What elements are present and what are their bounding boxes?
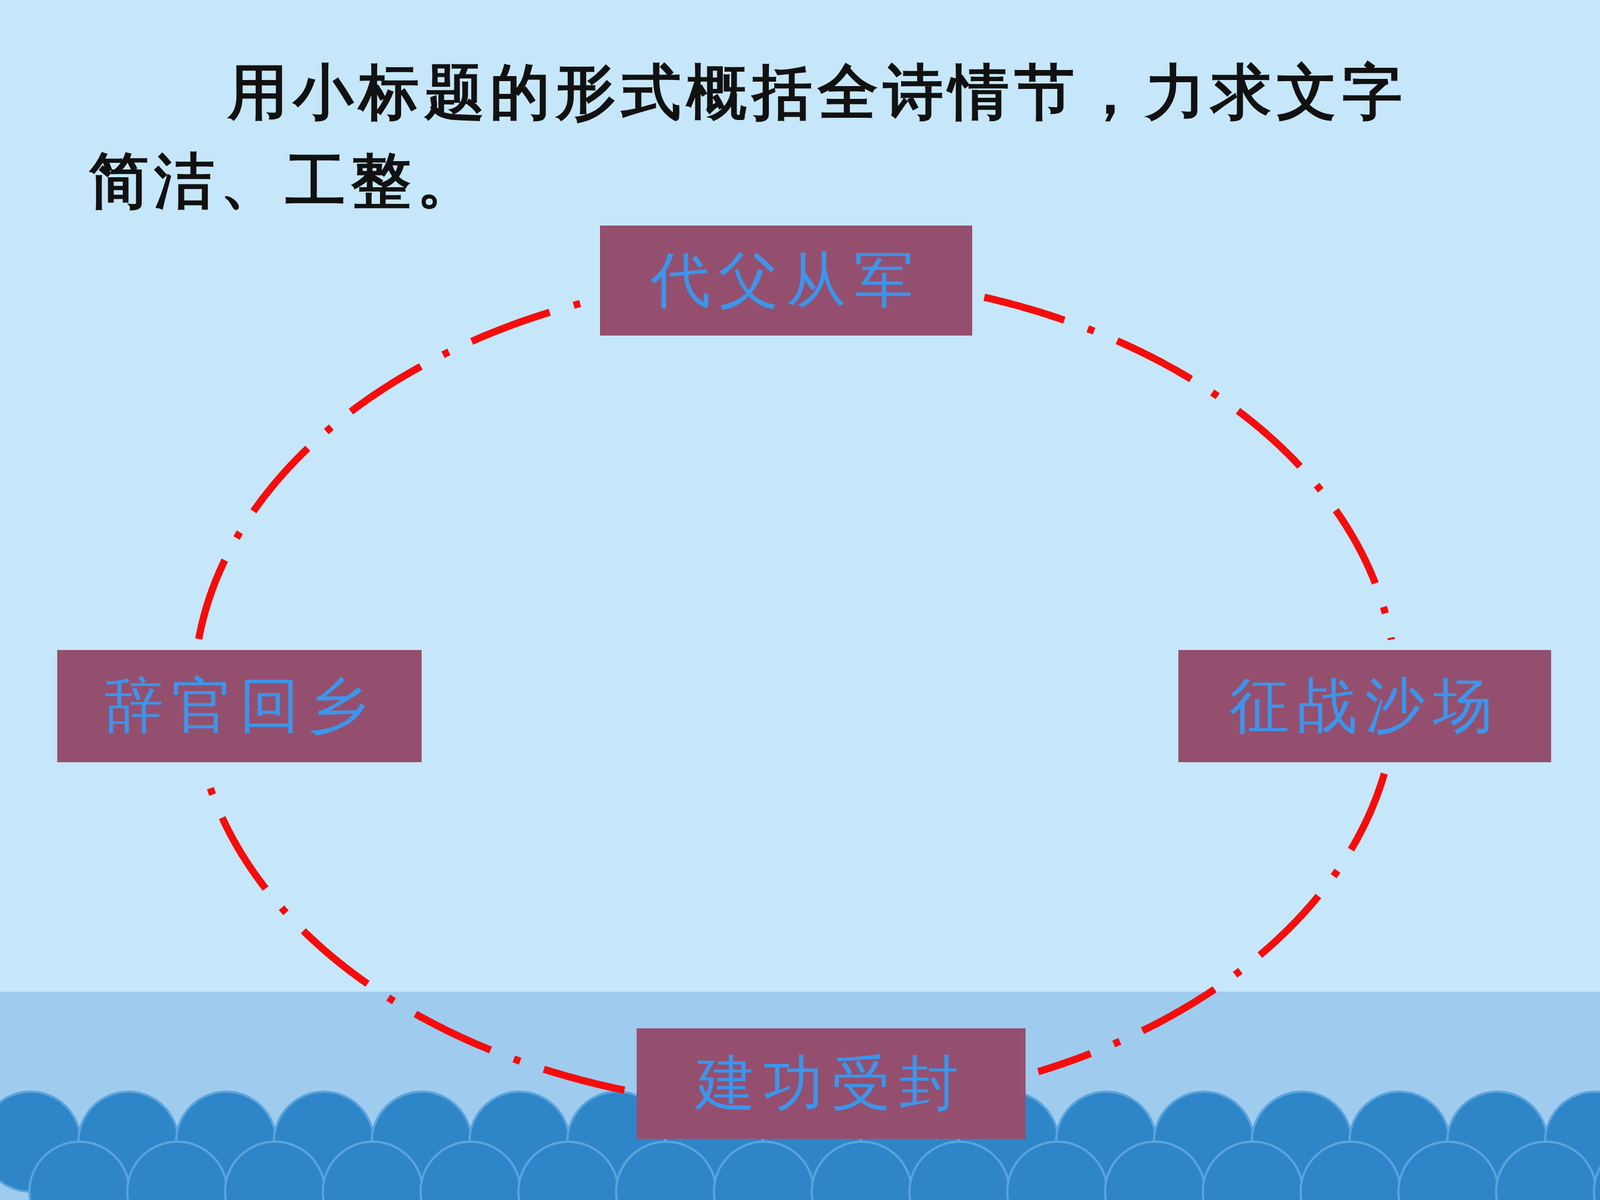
wave-scallop	[1496, 1141, 1597, 1200]
dash-dot-arc	[205, 773, 625, 1091]
stage-box: 征战沙场	[1178, 650, 1552, 763]
wave-scallop	[1202, 1141, 1303, 1200]
instruction-title: 用小标题的形式概括全诗情节，力求文字简洁、工整。	[88, 47, 1467, 225]
stage-box: 建功受封	[636, 1028, 1026, 1139]
wave-scallop	[29, 1141, 130, 1200]
stage-box: 辞官回乡	[57, 650, 422, 763]
wave-scallop	[322, 1141, 423, 1200]
stage-box: 代父从军	[600, 225, 973, 336]
wave-scallop	[420, 1141, 521, 1200]
wave-scallop	[811, 1141, 912, 1200]
stage-label: 征战沙场	[1229, 665, 1501, 747]
wave-scallop	[909, 1141, 1010, 1200]
wave-scallop	[1007, 1141, 1108, 1200]
stage-label: 代父从军	[650, 240, 922, 322]
wave-scallop	[1398, 1141, 1499, 1200]
wave-scallop	[518, 1141, 619, 1200]
dash-dot-arc	[198, 301, 590, 639]
stage-label: 辞官回乡	[103, 665, 375, 747]
wave-scallop	[127, 1141, 228, 1200]
wave-scallop	[225, 1141, 325, 1200]
stage-label: 建功受封	[695, 1043, 967, 1125]
dash-dot-arc	[984, 297, 1392, 640]
wave-scallop	[713, 1141, 814, 1200]
wave-scallop	[1300, 1141, 1401, 1200]
wave-scallop	[1593, 1141, 1600, 1200]
wave-scallop	[616, 1141, 717, 1200]
wave-scallop	[1105, 1141, 1205, 1200]
dash-dot-arc	[1038, 773, 1385, 1072]
